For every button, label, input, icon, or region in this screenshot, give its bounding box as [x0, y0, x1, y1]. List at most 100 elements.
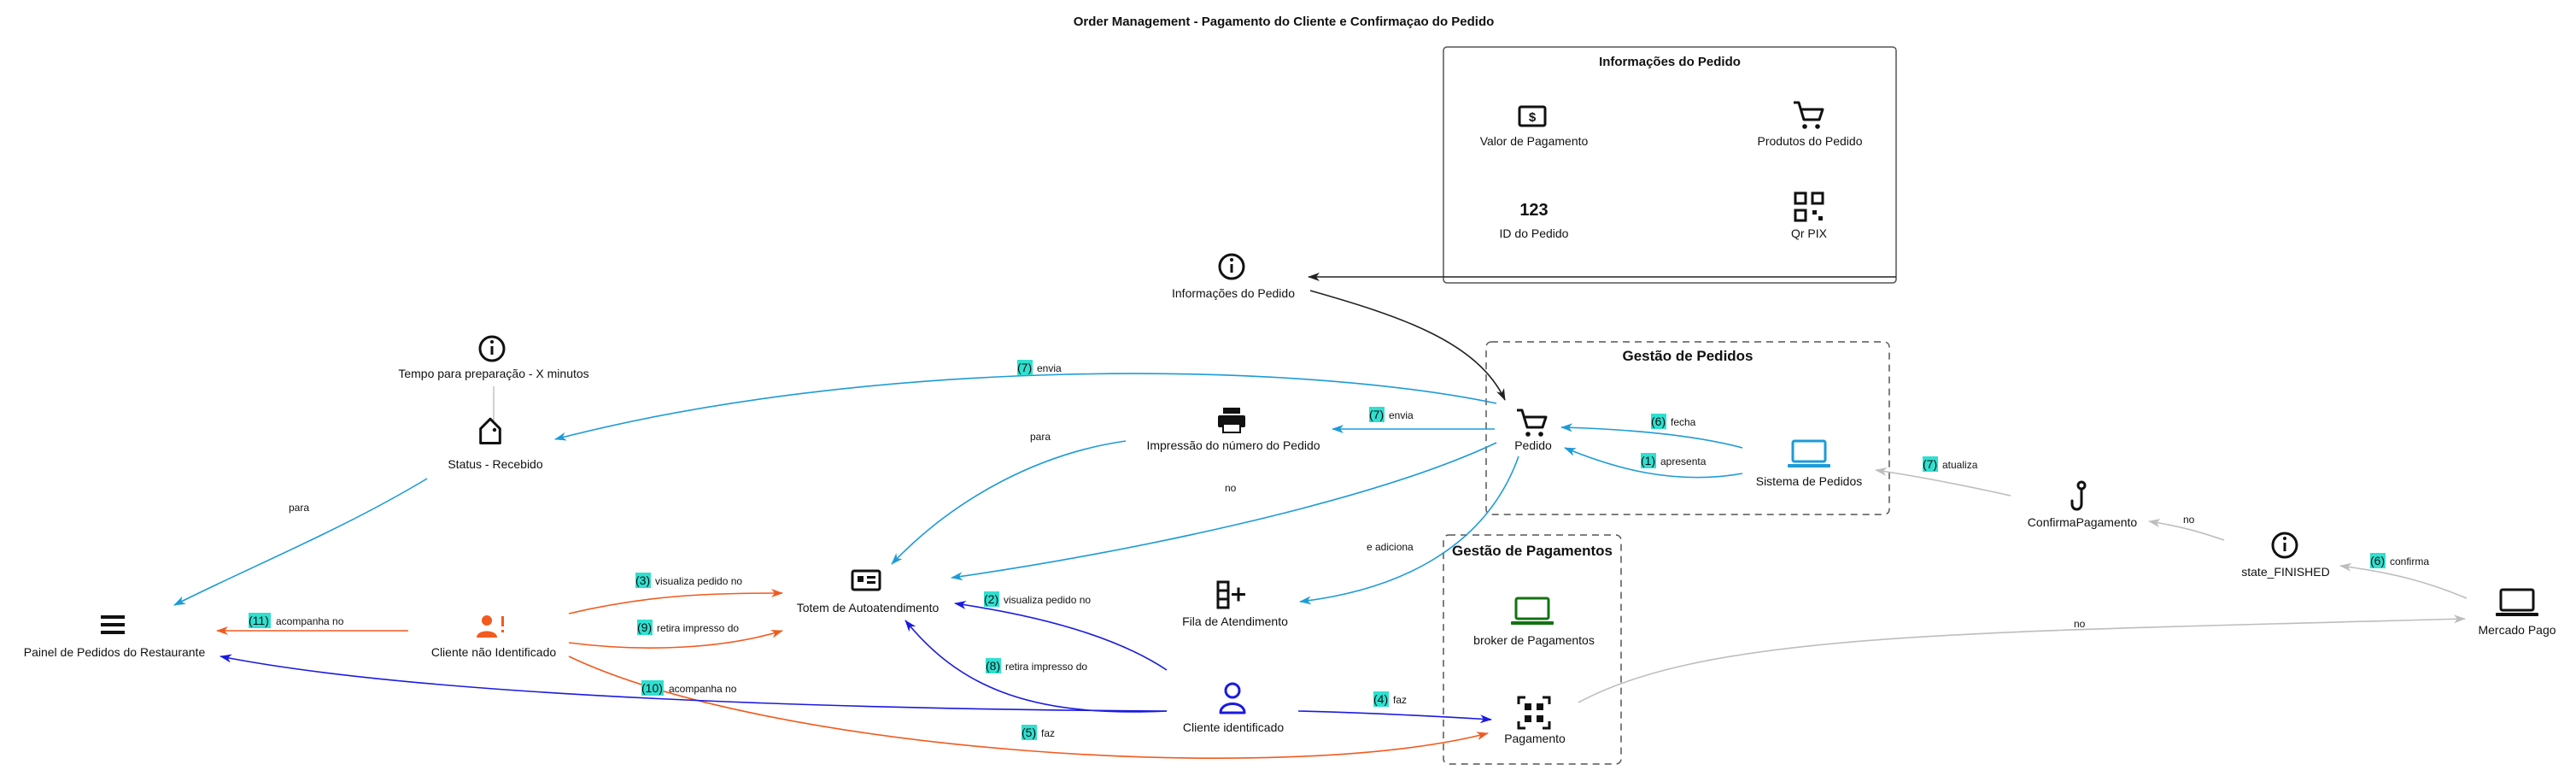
edge-nao-id-retira-totem [568, 629, 783, 649]
svg-text:(9): (9) [637, 620, 652, 634]
svg-text:Valor de Pagamento: Valor de Pagamento [1480, 134, 1589, 148]
info-icon [478, 335, 506, 362]
svg-text:Cliente não Identificado: Cliente não Identificado [431, 645, 557, 659]
edge-nao-id-faz-pagamento [568, 655, 1489, 759]
svg-text:envia: envia [1389, 409, 1414, 421]
laptop-icon [2496, 588, 2538, 616]
svg-text:Impressão do número do Pedido: Impressão do número do Pedido [1146, 438, 1320, 452]
edge-label-para-totem: para [1030, 431, 1051, 443]
svg-text:apresenta: apresenta [1660, 456, 1707, 467]
edge-label-no-totem: no [1225, 482, 1237, 494]
node-informacoes-pedido: Informações do Pedido [1172, 253, 1295, 300]
list-icon [101, 615, 125, 634]
edge-label-retira-9: (9) retira impresso do [637, 620, 739, 635]
node-broker-pagamentos: broker de Pagamentos [1473, 597, 1595, 647]
edge-label-no-confirma: no [2183, 514, 2195, 526]
svg-text:(8): (8) [986, 659, 1000, 673]
qr-code-icon [1794, 191, 1824, 222]
svg-text:Fila de Atendimento: Fila de Atendimento [1182, 614, 1288, 628]
svg-text:(11): (11) [249, 614, 269, 627]
svg-text:$: $ [1529, 110, 1537, 125]
svg-text:broker de Pagamentos: broker de Pagamentos [1473, 633, 1595, 647]
edge-sistema-fecha-pedido [1560, 423, 1743, 449]
info-icon [2271, 532, 2298, 559]
svg-text:123: 123 [1519, 201, 1548, 220]
svg-text:(5): (5) [1022, 726, 1036, 739]
svg-text:Sistema de Pedidos: Sistema de Pedidos [1756, 474, 1863, 488]
kiosk-icon [851, 569, 881, 591]
svg-text:acompanha no: acompanha no [276, 615, 344, 627]
edge-label-acompanha-10: (10) acompanha no [641, 680, 737, 696]
svg-text:(3): (3) [635, 573, 650, 587]
edge-label-e-adiciona: e adiciona [1367, 541, 1414, 553]
info-icon [1218, 253, 1245, 280]
svg-text:Pedido: Pedido [1514, 438, 1552, 452]
svg-text:Informações do Pedido: Informações do Pedido [1172, 286, 1295, 300]
node-valor-pagamento: $ Valor de Pagamento [1480, 105, 1589, 148]
edge-pedido-to-status [554, 373, 1497, 441]
svg-text:(1): (1) [1641, 454, 1655, 467]
svg-text:visualiza pedido no: visualiza pedido no [1004, 594, 1091, 606]
svg-text:retira impresso do: retira impresso do [657, 622, 739, 634]
svg-text:ID do Pedido: ID do Pedido [1500, 226, 1569, 240]
dollar-bill-icon: $ [1518, 105, 1547, 127]
edge-pedido-to-fila [1299, 456, 1519, 605]
svg-text:confirma: confirma [2390, 556, 2429, 567]
edge-label-confirma: (6) confirma [2370, 553, 2429, 568]
queue-add-icon [1216, 580, 1245, 609]
laptop-icon [1511, 597, 1554, 625]
svg-text:Tempo para preparação - X minu: Tempo para preparação - X minutos [398, 367, 588, 380]
group-title-gestao-pagamentos: Gestão de Pagamentos [1452, 543, 1613, 559]
svg-text:(4): (4) [1373, 692, 1388, 706]
edge-label-envia-status: (7) envia [1017, 360, 1062, 375]
node-state-finished: state_FINISHED [2241, 532, 2330, 579]
edge-pedido-to-totem [951, 442, 1497, 581]
group-gestao-pedidos: Gestão de Pedidos [1485, 341, 1890, 515]
svg-text:acompanha no: acompanha no [669, 683, 737, 695]
edge-status-to-painel [173, 478, 428, 606]
numbers-icon: 123 [1519, 201, 1548, 220]
svg-text:Cliente identificado: Cliente identificado [1183, 720, 1285, 734]
node-status-recebido: Status - Recebido [448, 417, 543, 471]
svg-text:faz: faz [1393, 694, 1407, 706]
svg-text:ConfirmaPagamento: ConfirmaPagamento [2028, 515, 2138, 529]
node-pedido: Pedido [1514, 409, 1552, 452]
edge-label-para-painel: para [289, 502, 309, 514]
svg-text:(6): (6) [1651, 414, 1666, 428]
node-cliente-identificado: Cliente identificado [1183, 682, 1285, 734]
group-gestao-pagamentos: Gestão de Pagamentos [1443, 534, 1622, 765]
edge-id-faz-pagamento [1297, 710, 1492, 724]
svg-text:(7): (7) [1923, 457, 1937, 471]
node-confirma-pagamento: ConfirmaPagamento [2028, 480, 2138, 529]
edge-label-faz-5: (5) faz [1022, 725, 1055, 740]
svg-text:(10): (10) [641, 681, 663, 695]
edge-impressao-to-totem [891, 440, 1127, 565]
edge-label-faz-4: (4) faz [1373, 691, 1407, 707]
node-cliente-nao-identificado: Cliente não Identificado [431, 615, 557, 659]
edge-state-to-confirma [2148, 519, 2225, 541]
group-title-gestao-pedidos: Gestão de Pedidos [1622, 348, 1753, 364]
laptop-icon [1788, 439, 1830, 467]
svg-text:Totem de Autoatendimento: Totem de Autoatendimento [797, 601, 940, 614]
svg-text:Status - Recebido: Status - Recebido [448, 457, 542, 471]
svg-text:envia: envia [1037, 362, 1062, 374]
svg-text:faz: faz [1041, 727, 1055, 739]
svg-text:Mercado Pago: Mercado Pago [2478, 623, 2556, 637]
svg-text:state_FINISHED: state_FINISHED [2241, 565, 2329, 579]
edge-label-atualiza: (7) atualiza [1923, 456, 1978, 472]
svg-text:Qr PIX: Qr PIX [1791, 226, 1828, 240]
svg-text:(7): (7) [1369, 408, 1384, 421]
edge-label-visualiza-2: (2) visualiza pedido no [984, 591, 1091, 607]
hook-icon [2070, 480, 2087, 511]
node-totem: Totem de Autoatendimento [797, 569, 940, 614]
edge-label-no-mercado: no [2074, 618, 2086, 630]
node-pagamento: Pagamento [1504, 696, 1566, 745]
node-produtos-pedido: Produtos do Pedido [1758, 101, 1863, 148]
svg-text:Painel de Pedidos do Restauran: Painel de Pedidos do Restaurante [24, 645, 206, 659]
edge-mercado-confirma-state [2339, 562, 2468, 599]
svg-text:(7): (7) [1017, 361, 1032, 374]
tag-icon [479, 417, 501, 444]
node-qr-pix: Qr PIX [1791, 191, 1828, 240]
svg-text:Produtos do Pedido: Produtos do Pedido [1758, 134, 1863, 148]
